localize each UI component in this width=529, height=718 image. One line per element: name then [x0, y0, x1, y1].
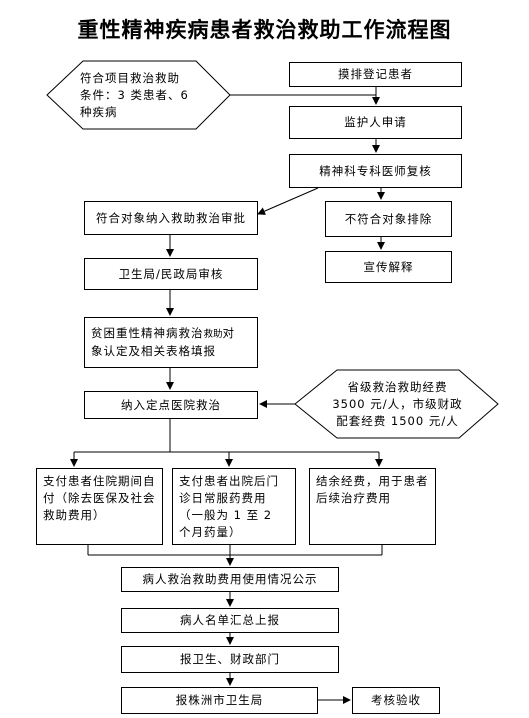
- pay-inpatient-box: 支付患者住院期间自付（除去医保及社会救助费用）: [36, 468, 163, 545]
- report-city-box: 报株洲市卫生局: [121, 687, 318, 714]
- page-title: 重性精神疾病患者救治救助工作流程图: [77, 17, 452, 42]
- balance-box: 结余经费，用于患者后续治疗费用: [309, 468, 436, 545]
- health-review-box: 卫生局/民政局审核: [84, 258, 258, 290]
- pay-outpatient-box: 支付患者出院后门诊日常服药费用（一般为 1 至 2 个月药量）: [172, 468, 296, 545]
- screen-patients-box: 摸排登记患者: [289, 62, 462, 87]
- publicize-box: 病人救治救助费用使用情况公示: [121, 567, 339, 592]
- guardian-apply-box: 监护人申请: [289, 106, 462, 139]
- funding-hexagon: [294, 369, 499, 439]
- inspect-box: 考核验收: [352, 687, 440, 714]
- confirm-small-text: 救助: [203, 329, 223, 340]
- approve-box: 符合对象纳入救助救治审批: [84, 201, 258, 235]
- hospital-box: 纳入定点医院救治: [84, 391, 258, 419]
- funding-text: 省级救治救助经费 3500 元/人，市级财政 配套经费 1500 元/人: [332, 380, 463, 428]
- psych-review-box: 精神科专科医师复核: [289, 154, 462, 188]
- report-dept-box: 报卫生、财政部门: [121, 646, 339, 673]
- summary-box: 病人名单汇总上报: [121, 608, 339, 633]
- exclude-box: 不符合对象排除: [325, 201, 452, 237]
- explain-box: 宣传解释: [325, 251, 452, 283]
- confirm-box: 贫困重性精神病救治救助对 象认定及相关表格填报: [84, 317, 258, 368]
- criteria-text: 符合项目救治救助 条件：3 类患者、6 种疾病: [80, 71, 189, 119]
